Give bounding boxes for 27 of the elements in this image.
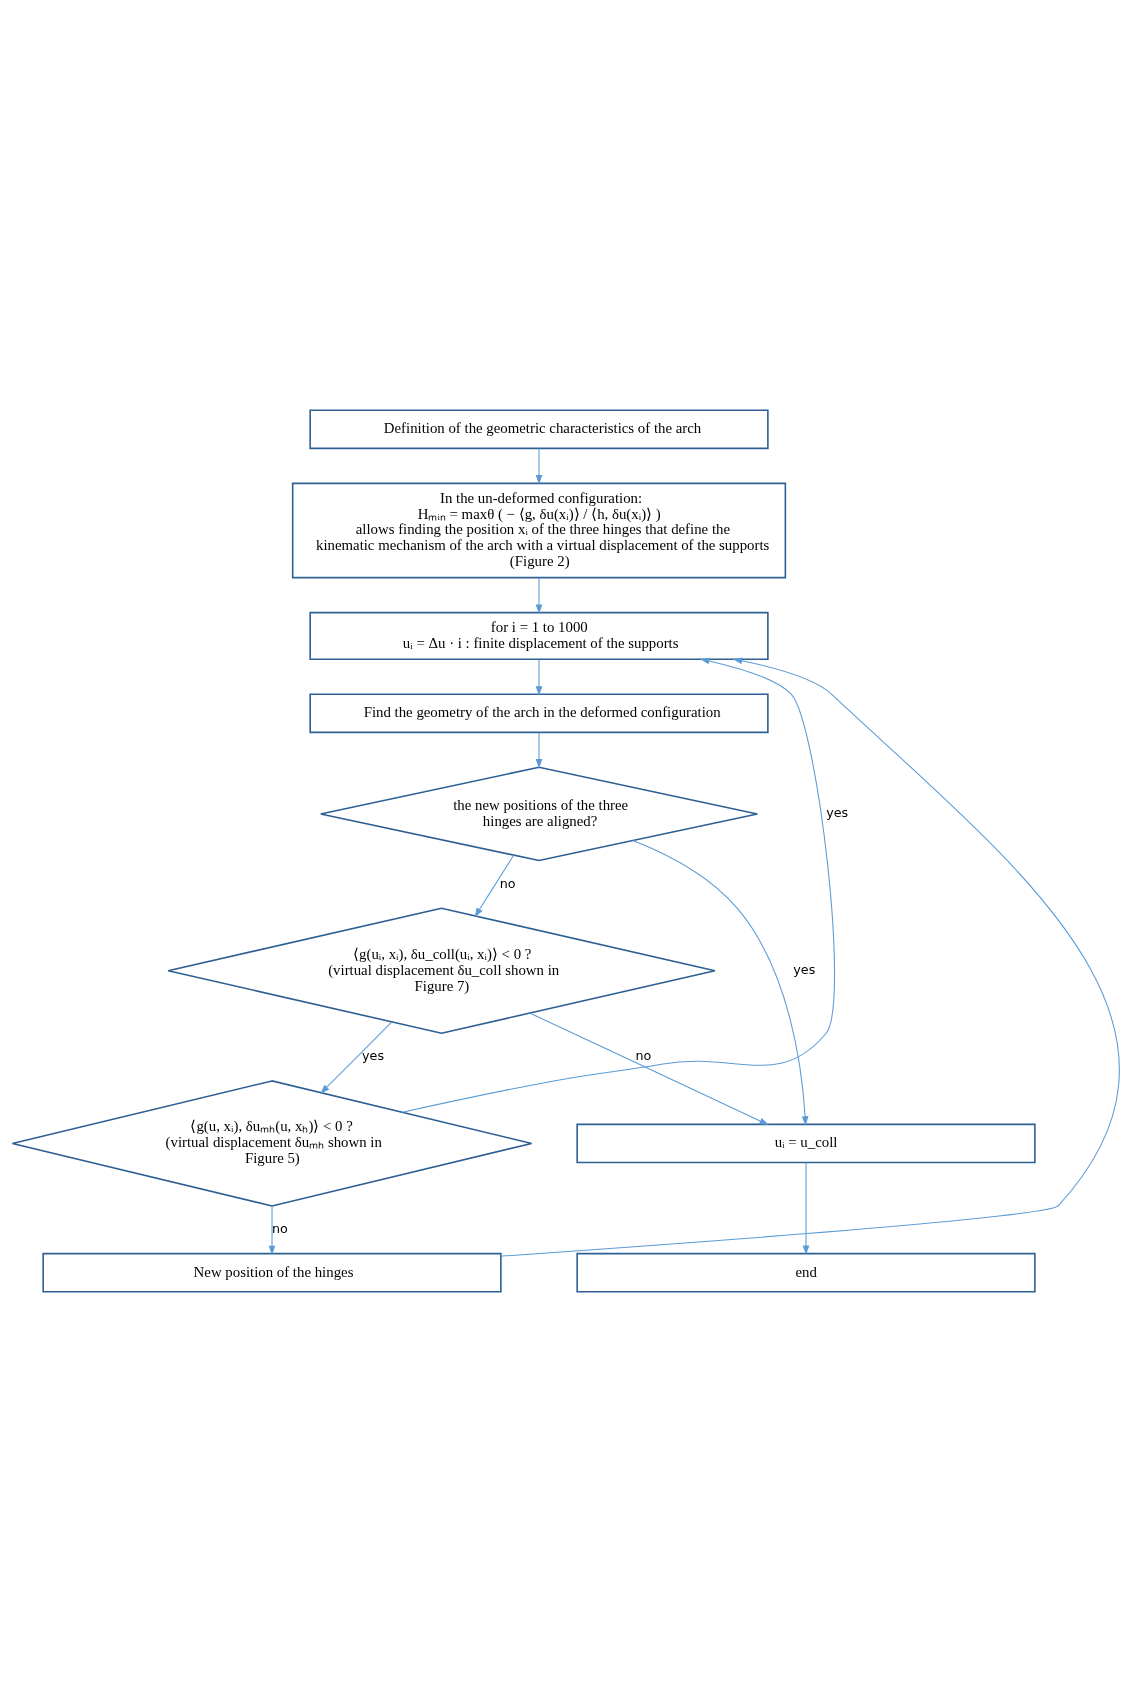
edge-label: no: [635, 1048, 652, 1064]
node-diamond: ⟨g(u, xᵢ), δuₘₕ(u, xₕ)⟩ < 0 ? (virtual displacement δuₘₕ shown in Figure 5): [11, 1080, 533, 1207]
arrow: [529, 1012, 769, 1126]
node-box: In the un-deformed configuration: Hₘᵢₙ = maxθ ( − ⟨g, δu(xᵢ)⟩ / ⟨h, δu(xᵢ)⟩ ) allows finding the position xᵢ of the three hinges that define the kinematic mechanism of the arch with a virtual displacement of the supports (Figure 2): [291, 482, 787, 579]
node-box: Find the geometry of the arch in the deformed configuration: [309, 693, 769, 734]
arrow: [535, 731, 543, 769]
arrow: [535, 659, 543, 696]
node-box: for i = 1 to 1000 uᵢ = Δu · i : finite displacement of the supports: [309, 611, 769, 661]
arrow: [535, 577, 543, 614]
arrow: [320, 1021, 393, 1094]
edge-label: no: [499, 875, 516, 891]
node-box: end: [576, 1252, 1036, 1293]
arrow: [268, 1205, 276, 1256]
arrow: [535, 448, 543, 485]
arrow: [632, 840, 809, 1126]
node-diamond: the new positions of the three hinges are aligned?: [319, 766, 759, 862]
edge-label: no: [272, 1221, 288, 1237]
node-box: New position of the hinges: [42, 1252, 502, 1293]
node-box: uᵢ = u_coll: [576, 1123, 1036, 1164]
edge-label: yes: [793, 962, 816, 978]
arrow: [500, 657, 1120, 1257]
arrow: [474, 854, 515, 918]
edge-label: yes: [362, 1048, 385, 1064]
arrow: [402, 657, 836, 1113]
arrow: [802, 1162, 810, 1256]
node-box: Definition of the geometric characteristics of the arch: [309, 409, 769, 450]
edge-label: yes: [826, 805, 849, 821]
